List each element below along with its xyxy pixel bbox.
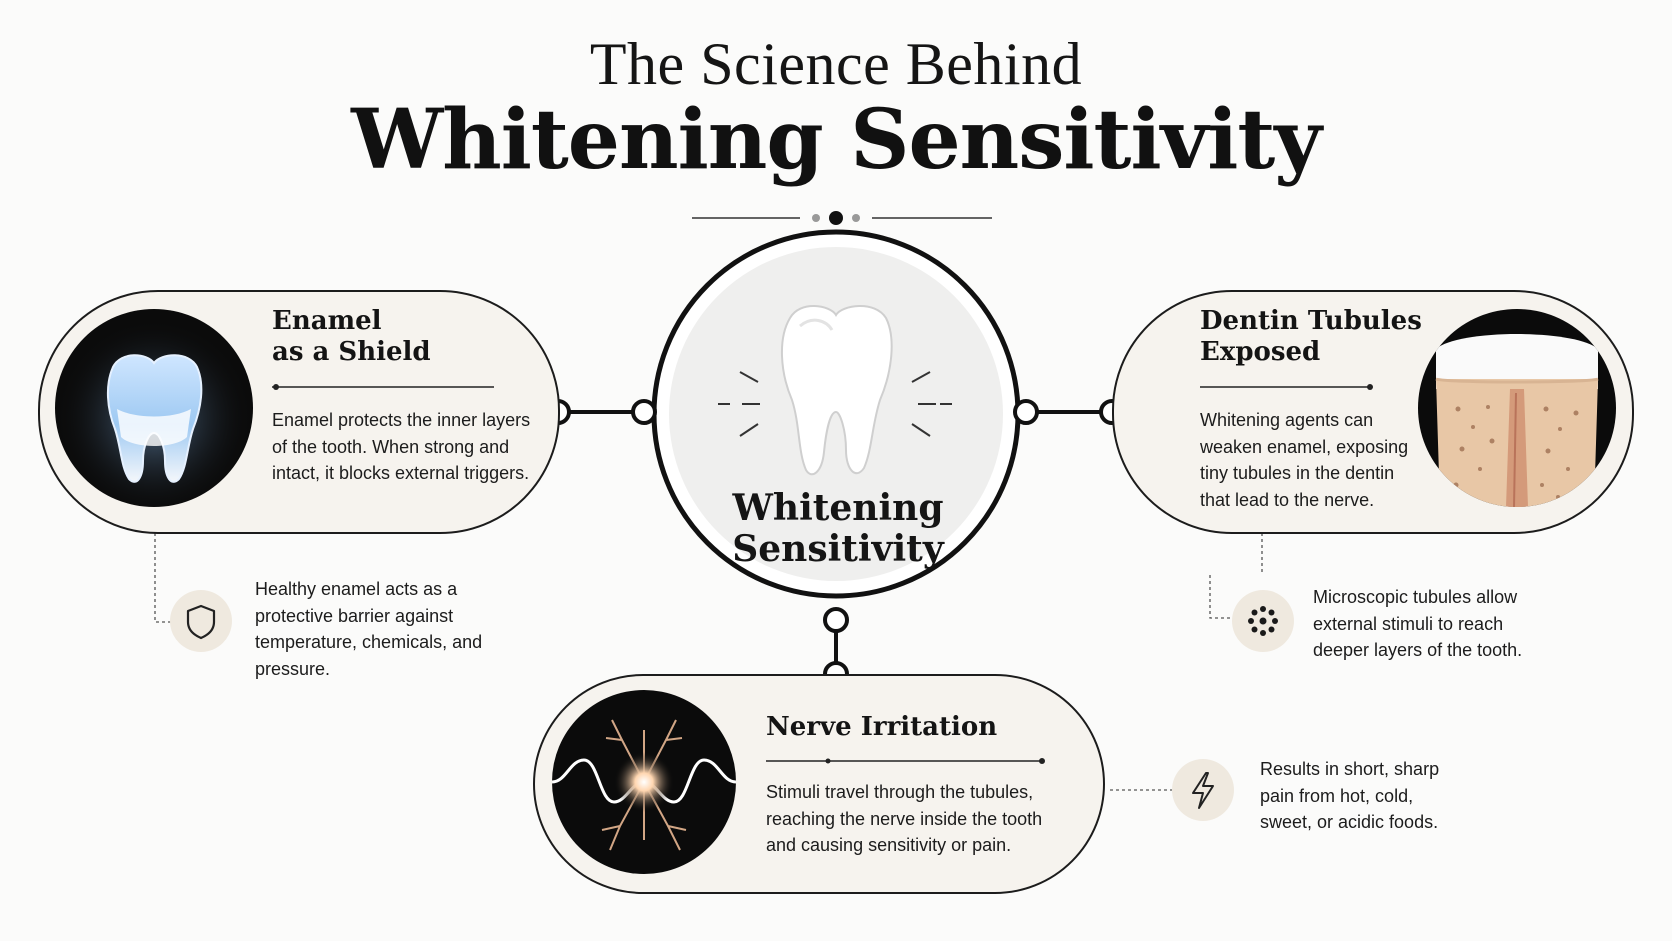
title-line-1: The Science Behind xyxy=(589,31,1083,97)
center-radiating-lines xyxy=(718,371,952,437)
divider-dot-left xyxy=(812,214,820,222)
divider-dot-right xyxy=(852,214,860,222)
enamel-body: Enamel protects the inner layers of the … xyxy=(272,410,531,483)
dentin-body: Whitening agents can weaken enamel, expo… xyxy=(1200,410,1409,510)
dentin-note: Microscopic tubules allow external stimu… xyxy=(1313,587,1523,660)
lightning-icon xyxy=(1192,772,1214,809)
tooth-cross-section-icon xyxy=(1418,309,1616,507)
nerve-body: Stimuli travel through the tubules, reac… xyxy=(766,782,1043,855)
nerve-title: Nerve Irritation xyxy=(766,712,998,742)
dots-icon xyxy=(1248,606,1278,636)
enamel-title-line-1: Enamel xyxy=(272,306,382,336)
center-label: Whitening Sensitivity xyxy=(688,488,988,570)
dentin-title-line-1: Dentin Tubules xyxy=(1200,306,1422,336)
glowing-tooth-icon xyxy=(55,309,253,507)
nerve-signal-icon xyxy=(552,690,736,874)
enamel-note-icon-disc xyxy=(170,590,232,652)
nerve-title-rule xyxy=(766,758,1045,764)
divider-dot-center xyxy=(829,211,843,225)
connector-right-node-inner xyxy=(1013,399,1039,425)
dentin-title: Dentin Tubules Exposed xyxy=(1200,306,1422,368)
enamel-title-line-2: as a Shield xyxy=(272,337,431,367)
connector-bottom-node-top xyxy=(823,607,849,633)
leader-dentin-note xyxy=(1209,533,1263,619)
center-label-line-1: Whitening xyxy=(732,487,944,529)
center-tooth-icon xyxy=(781,305,893,476)
enamel-title: Enamel as a Shield xyxy=(272,306,431,368)
nerve-note-icon-disc xyxy=(1172,759,1234,821)
nerve-note: Results in short, sharp pain from hot, c… xyxy=(1260,759,1440,832)
enamel-note: Healthy enamel acts as a protective barr… xyxy=(255,579,483,679)
dentin-title-rule xyxy=(1200,384,1373,390)
enamel-title-rule xyxy=(272,384,494,390)
center-label-line-2: Sensitivity xyxy=(732,528,944,570)
title-line-2: Whitening Sensitivity xyxy=(351,92,1322,188)
center-circle-inner xyxy=(669,247,1003,581)
shield-icon xyxy=(186,604,216,640)
dentin-title-line-2: Exposed xyxy=(1200,337,1321,367)
connector-left-node-inner xyxy=(631,399,657,425)
